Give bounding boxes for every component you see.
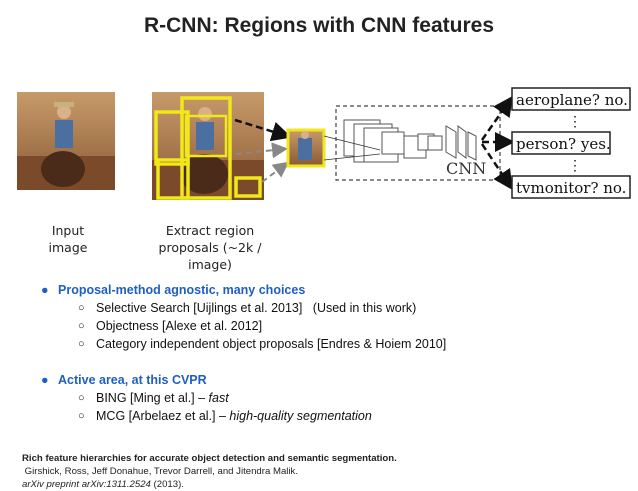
proposal-box — [156, 158, 190, 200]
output-ellipsis: ⋮ — [568, 158, 582, 174]
citation-venue: arXiv preprint arXiv:1311.2524 — [22, 479, 151, 490]
sub-bullet-text: Category independent object proposals [E… — [96, 337, 447, 351]
bullet-heading-text: Proposal-method agnostic, many choices — [58, 283, 306, 297]
caption-extract-proposals: Extract region proposals (~2k / image) — [140, 222, 280, 273]
caption-input-image: Input image — [42, 222, 94, 256]
sub-bullet-text: Objectness [Alexe et al. 2012] — [96, 319, 263, 333]
cnn-label: CNN — [446, 159, 486, 178]
bullet-heading-text: Active area, at this CVPR — [58, 373, 207, 387]
citation-year: (2013). — [150, 479, 184, 490]
caption-line: image — [48, 240, 88, 255]
slide-title: R-CNN: Regions with CNN features — [143, 14, 495, 37]
sub-bullet-text: BING [Ming et al.] – — [96, 391, 209, 405]
sub-bullet-icon: ○ — [78, 338, 85, 350]
output-label-tvmonitor: tvmonitor? no. — [516, 179, 626, 197]
sub-bullet-emphasis: fast — [208, 391, 229, 405]
citation-title: Rich feature hierarchies for accurate ob… — [22, 453, 397, 464]
citation-authors: Girshick, Ross, Jeff Donahue, Trevor Dar… — [22, 466, 299, 477]
sub-bullet: ○ Category independent object proposals … — [38, 335, 598, 353]
proposals-image — [152, 92, 264, 200]
sub-bullet-text: MCG [Arbelaez et al.] – — [96, 409, 230, 423]
bullet-icon: ● — [41, 373, 49, 387]
sub-bullet-icon: ○ — [78, 302, 85, 314]
sub-bullet: ○ Objectness [Alexe et al. 2012] — [38, 317, 598, 335]
caption-line: Extract region — [165, 223, 255, 238]
rcnn-pipeline-figure: CNN aeroplane? no. ⋮ person? yes. ⋮ tvmo… — [17, 87, 631, 200]
output-box-person — [511, 131, 611, 155]
sub-bullet: ○ Selective Search [Uijlings et al. 2013… — [38, 299, 598, 317]
output-label-aeroplane: aeroplane? no. — [516, 91, 628, 109]
proposal-box — [180, 96, 232, 200]
warped-region — [286, 128, 326, 168]
bullet-list: ● Proposal-method agnostic, many choices… — [38, 281, 598, 425]
proposal-box — [234, 176, 262, 198]
caption-line: proposals (~2k / image) — [158, 240, 262, 272]
sub-bullet-text: Selective Search [Uijlings et al. 2013] … — [96, 301, 417, 315]
bullet-heading: ● Active area, at this CVPR — [38, 371, 598, 389]
caption-line: Input — [51, 223, 85, 238]
citation: Rich feature hierarchies for accurate ob… — [22, 452, 622, 491]
bullet-icon: ● — [41, 283, 49, 297]
input-image — [17, 92, 115, 190]
output-label-person: person? yes. — [516, 135, 611, 153]
proposal-box — [184, 114, 228, 158]
sub-bullet-emphasis: high-quality segmentation — [229, 409, 372, 423]
sub-bullet-icon: ○ — [78, 410, 85, 422]
output-box-aeroplane — [511, 87, 631, 111]
sub-bullet: ○ BING [Ming et al.] – fast — [38, 389, 598, 407]
proposal-box — [154, 110, 190, 166]
cnn-block: CNN — [323, 105, 501, 181]
sub-bullet: ○ MCG [Arbelaez et al.] – high-quality s… — [38, 407, 598, 425]
output-box-tvmonitor — [511, 175, 631, 199]
sub-bullet-icon: ○ — [78, 320, 85, 332]
output-ellipsis: ⋮ — [568, 114, 582, 130]
sub-bullet-icon: ○ — [78, 392, 85, 404]
bullet-heading: ● Proposal-method agnostic, many choices — [38, 281, 598, 299]
